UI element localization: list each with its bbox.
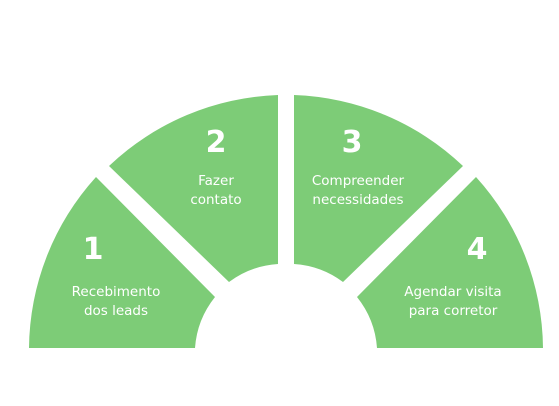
stage-2-number: 2 — [206, 125, 227, 160]
stage-4-label-line-2: para corretor — [409, 303, 498, 319]
stage-1-number: 1 — [83, 232, 104, 267]
stage-4-label-line-1: Agendar visita — [404, 284, 501, 300]
stage-2-label-line-2: contato — [190, 192, 241, 208]
stage-3-segment — [294, 95, 463, 282]
stage-1-segment — [29, 177, 215, 348]
stage-1-label-line-1: Recebimento — [72, 284, 161, 300]
stage-3-label-line-1: Compreender — [312, 173, 405, 189]
stage-3-label-line-2: necessidades — [312, 192, 403, 208]
stage-2-segment — [109, 95, 278, 282]
stage-1-label-line-2: dos leads — [84, 303, 148, 319]
stage-2-label-line-1: Fazer — [198, 173, 234, 189]
stage-4-number: 4 — [467, 232, 488, 267]
stage-3-number: 3 — [342, 125, 363, 160]
stage-4-segment — [357, 177, 543, 348]
